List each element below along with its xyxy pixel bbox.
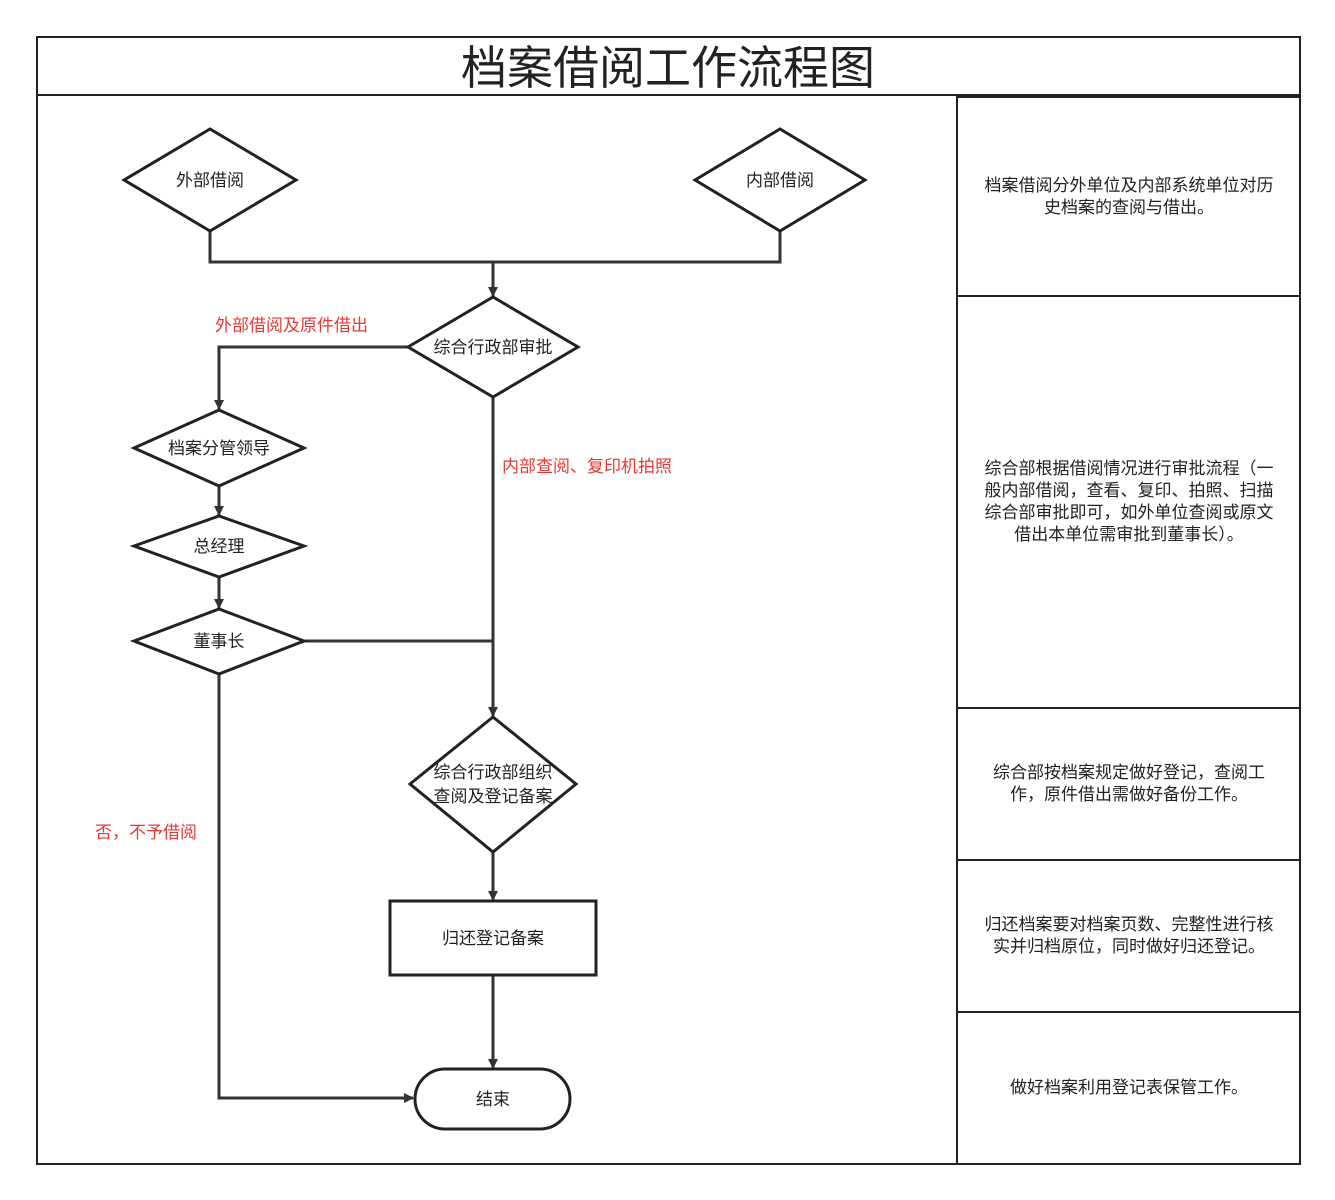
- note-registration: 综合部按档案规定做好登记，查阅工作，原件借出需做好备份工作。: [993, 763, 1265, 805]
- node-return-box: [388, 899, 598, 977]
- label-organize-line1: 综合行政部组织: [434, 763, 553, 783]
- edge-reject-to-end: [217, 674, 414, 1103]
- connectors: [208, 231, 782, 1103]
- node-chairman-diamond: [129, 607, 309, 676]
- note-approval-process: 综合部根据借阅情况进行审批流程（一般内部借阅，查看、复印、拍照、扫描综合部审批即…: [984, 459, 1274, 545]
- node-internal-diamond: [692, 127, 868, 233]
- edge-to-archive-leader: [214, 345, 408, 410]
- edge-label-internal-copy: 内部查阅、复印机拍照: [502, 457, 672, 477]
- note-return-check: 归还档案要对档案页数、完整性进行核实并归档原位，同时做好归还登记。: [984, 915, 1274, 957]
- label-internal: 内部借阅: [746, 171, 814, 191]
- note-borrowing-scope: 档案借阅分外单位及内部系统单位对历史档案的查阅与借出。: [984, 175, 1274, 218]
- edge-label-external-original: 外部借阅及原件借出: [215, 316, 368, 336]
- edge-label-reject: 否，不予借阅: [95, 823, 197, 843]
- label-chairman: 董事长: [194, 632, 245, 652]
- node-organize-diamond: [407, 715, 579, 854]
- label-return: 归还登记备案: [442, 929, 544, 949]
- label-archive-leader: 档案分管领导: [168, 439, 270, 459]
- edge-internal-merge: [493, 231, 782, 264]
- notes-column: [956, 96, 1301, 1165]
- label-end: 结束: [476, 1090, 510, 1110]
- label-gm: 总经理: [194, 537, 245, 557]
- label-external: 外部借阅: [176, 171, 244, 191]
- node-gm-diamond: [129, 514, 309, 579]
- note-record-keeping: 做好档案利用登记表保管工作。: [1010, 1078, 1248, 1098]
- edge-external-merge: [208, 231, 493, 264]
- node-end-terminal: [413, 1067, 572, 1131]
- label-admin-approve: 综合行政部审批: [434, 338, 553, 358]
- node-archive-leader-diamond: [130, 408, 308, 488]
- label-organize-line2: 查阅及登记备案: [434, 787, 553, 807]
- node-external-diamond: [121, 127, 299, 233]
- diagram-title: 档案借阅工作流程图: [461, 41, 875, 95]
- node-admin-approve-diamond: [405, 295, 581, 399]
